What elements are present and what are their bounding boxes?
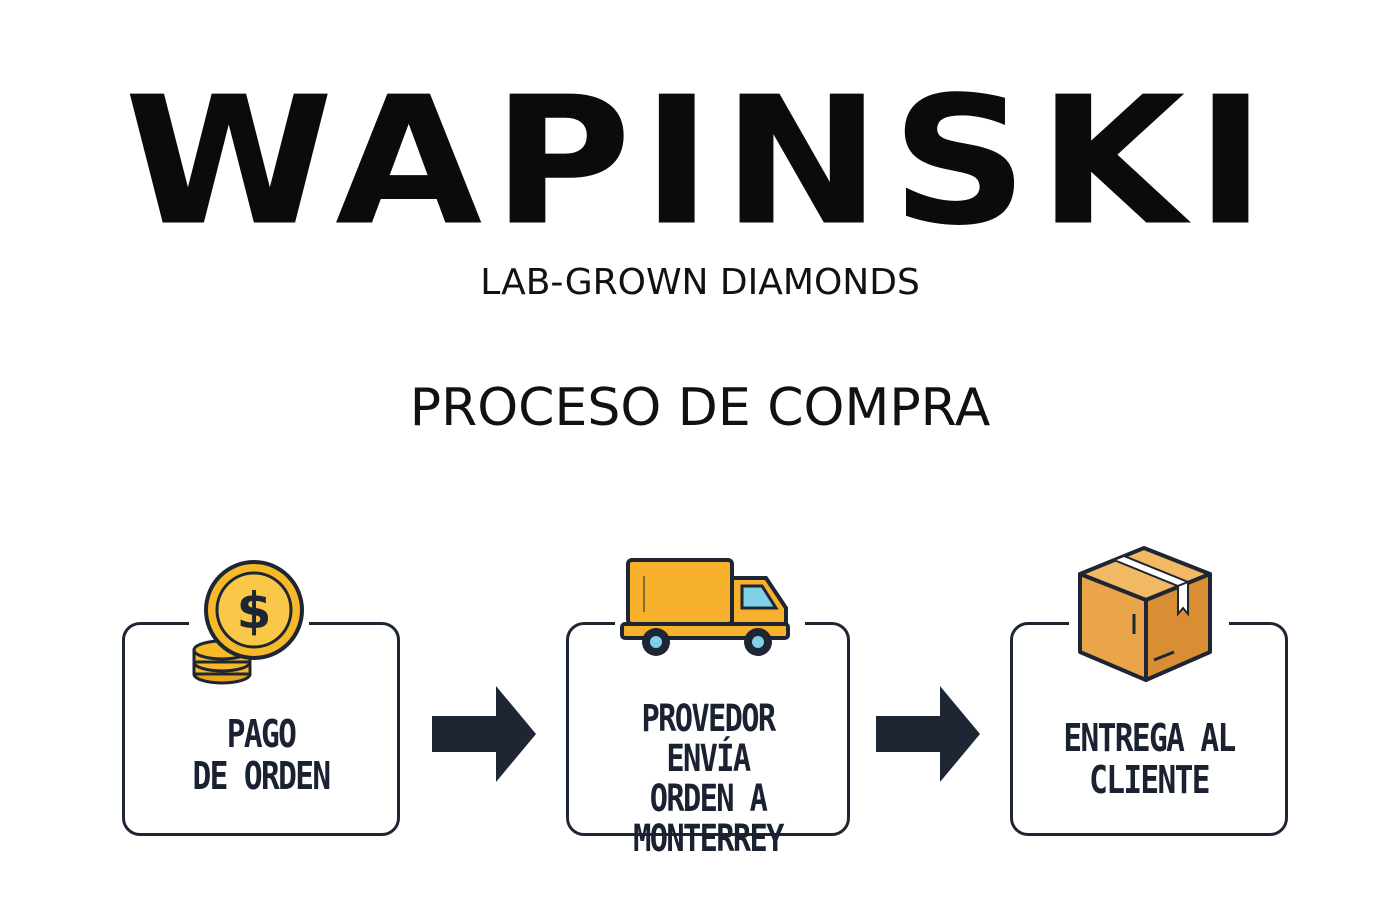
- coin-dollar-icon: $: [192, 560, 304, 685]
- step-card-shipping: PROVEDOR ENVÍA ORDEN A MONTERREY: [566, 619, 850, 859]
- step-label-payment: PAGO DE ORDEN: [149, 713, 372, 797]
- delivery-truck-icon: [620, 558, 790, 656]
- arrow-right-icon: [876, 686, 980, 782]
- svg-text:$: $: [237, 582, 272, 640]
- step-label-line: CLIENTE: [1089, 758, 1210, 802]
- step-label-line: DE ORDEN: [192, 754, 332, 798]
- step-label-line: PAGO: [226, 712, 297, 756]
- step-label-shipping: PROVEDOR ENVÍA ORDEN A MONTERREY: [594, 699, 822, 859]
- brand-logo: WAPINSKI: [124, 58, 1276, 265]
- step-label-line: ORDEN A: [649, 777, 768, 820]
- step-label-line: PROVEDOR ENVÍA: [641, 697, 776, 780]
- step-label-delivery: ENTREGA AL CLIENTE: [1037, 717, 1260, 801]
- section-title: PROCESO DE COMPRA: [409, 378, 991, 438]
- step-label-line: MONTERREY: [633, 817, 784, 860]
- brand-tagline: LAB-GROWN DIAMONDS: [480, 262, 920, 303]
- arrow-right-icon: [432, 686, 536, 782]
- package-box-icon: [1078, 546, 1212, 682]
- step-label-line: ENTREGA AL: [1063, 716, 1236, 760]
